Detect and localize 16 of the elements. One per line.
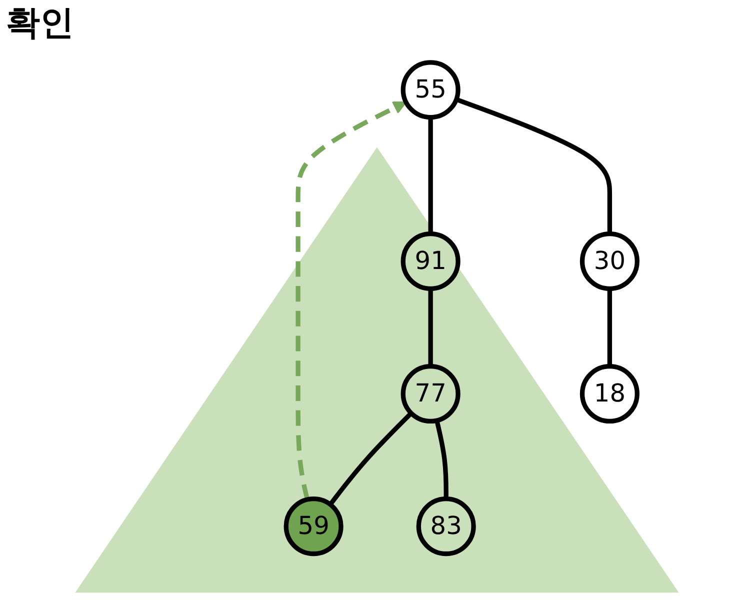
heading: 확인 xyxy=(6,2,74,45)
connector xyxy=(328,412,413,506)
connector xyxy=(428,288,433,366)
connector xyxy=(607,288,612,366)
node-circle: 18 xyxy=(580,364,640,424)
connector xyxy=(456,97,612,234)
connector xyxy=(434,420,448,499)
node-circle: 55 xyxy=(400,60,460,120)
node-circle: 77 xyxy=(400,364,460,424)
node-circle: 59 xyxy=(284,496,344,556)
node-circle: 30 xyxy=(580,231,640,291)
node-circle: 91 xyxy=(400,231,460,291)
arrow xyxy=(296,102,407,500)
triangle-shape xyxy=(75,147,679,593)
connector xyxy=(428,117,433,234)
node-circle: 83 xyxy=(416,496,476,556)
